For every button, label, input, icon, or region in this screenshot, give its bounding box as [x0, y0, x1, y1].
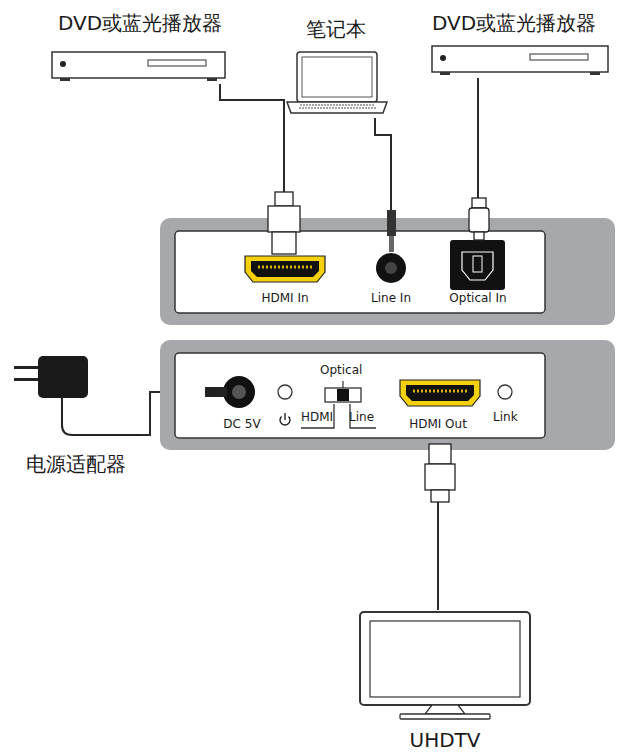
- link-led: [498, 385, 512, 399]
- television: [360, 612, 530, 719]
- hdmi-port: [400, 380, 480, 406]
- panel-face: [175, 353, 545, 438]
- node-label: HDMI Out: [409, 418, 467, 432]
- device-node: HDMI In: [242, 256, 328, 306]
- node-label: HDMI In: [261, 292, 308, 306]
- node-label: DVD或蓝光播放器: [58, 12, 222, 35]
- hdmi-plug: [425, 444, 455, 502]
- device-node: DVD或蓝光播放器: [417, 12, 611, 78]
- node-label: Optical In: [449, 292, 506, 306]
- optical-plug: [469, 198, 489, 240]
- power-symbol: [280, 413, 290, 425]
- device-node: 笔记本: [284, 18, 388, 118]
- dvd-player: [52, 52, 225, 81]
- optical-port: [450, 240, 505, 290]
- device-node: DC 5V: [218, 376, 266, 432]
- switch-tick: [342, 381, 343, 388]
- selector-switch: [325, 388, 361, 402]
- switch-label: Link: [493, 411, 518, 425]
- device-node: 电源适配器: [12, 352, 140, 476]
- switch-bracket: [301, 404, 376, 428]
- panel-frame: [160, 340, 615, 450]
- node-label: DVD或蓝光播放器: [432, 12, 596, 35]
- switch-label: Line: [349, 411, 374, 425]
- switch-slider: [337, 389, 349, 401]
- node-label: 笔记本: [306, 18, 366, 41]
- power-adapter: [14, 356, 140, 435]
- panel-face: [175, 231, 545, 313]
- laptop: [287, 52, 387, 113]
- node-label: DC 5V: [223, 418, 260, 432]
- switch-label: HDMI: [301, 411, 333, 425]
- hdmi-plug: [268, 192, 300, 254]
- dc-jack: [223, 376, 255, 408]
- power-led: [278, 385, 292, 399]
- device-node: UHDTV: [355, 610, 535, 752]
- jack-plug: [387, 210, 396, 252]
- device-node: HDMI Out: [397, 378, 479, 432]
- node-label: UHDTV: [410, 729, 481, 752]
- dc-jack: [232, 385, 246, 399]
- hdmi-port: [245, 256, 325, 282]
- dvd-player: [432, 46, 608, 75]
- dc-plug: [205, 387, 227, 397]
- audio-jack: [385, 262, 397, 274]
- audio-jack: [376, 253, 406, 283]
- switch-label: Optical: [320, 364, 362, 378]
- node-label: 电源适配器: [26, 453, 126, 476]
- device-node: Line In: [361, 252, 421, 306]
- node-label: Line In: [371, 292, 411, 306]
- device-node: Optical In: [443, 240, 513, 306]
- device-node: DVD或蓝光播放器: [45, 12, 235, 84]
